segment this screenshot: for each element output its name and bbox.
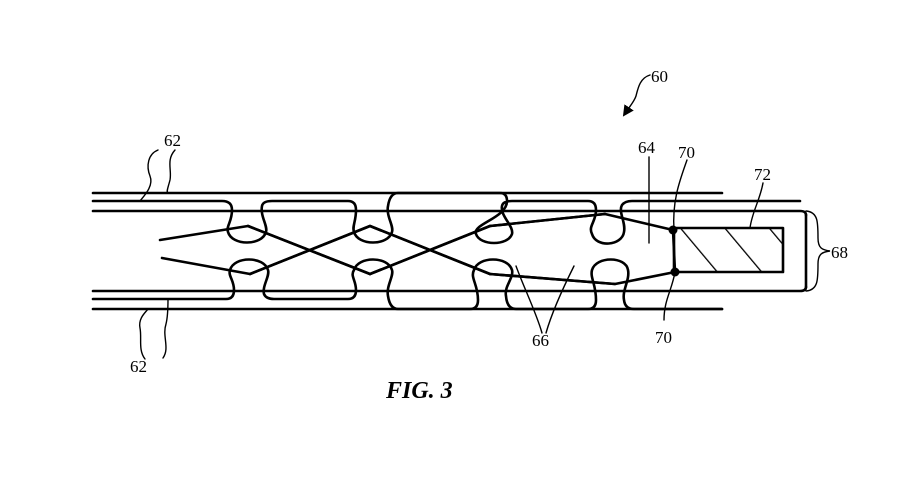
brace-68 <box>805 210 831 292</box>
figure-caption: FIG. 3 <box>385 378 453 404</box>
label-62-bottom: 62 <box>130 357 147 376</box>
stent-wire-bottom <box>91 258 724 311</box>
label-64: 64 <box>638 138 656 157</box>
label-70-bottom: 70 <box>655 328 672 347</box>
label-60: 60 <box>651 67 668 86</box>
catheter-body <box>91 209 808 293</box>
joint-node-top <box>668 225 678 235</box>
leader-lines <box>138 74 764 360</box>
label-70-top: 70 <box>678 143 695 162</box>
label-66: 66 <box>532 331 549 350</box>
marker-block <box>672 226 785 274</box>
stent-wire-top <box>91 191 802 245</box>
label-62-top: 62 <box>164 131 181 150</box>
label-72: 72 <box>754 165 771 184</box>
zigzag-struts <box>158 212 677 286</box>
label-68: 68 <box>831 243 848 262</box>
